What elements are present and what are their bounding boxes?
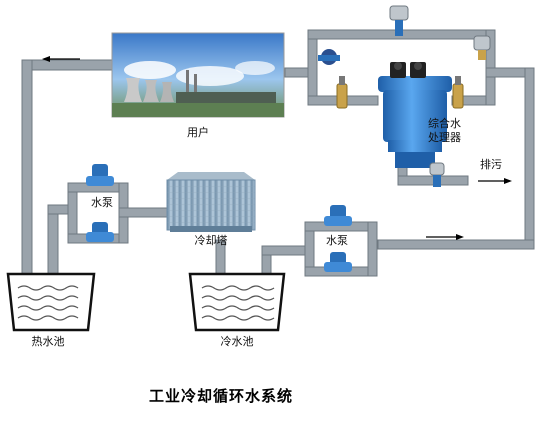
pump-icon — [324, 205, 352, 226]
electric-valve-icon — [473, 35, 491, 60]
cold-pool-label: 冷水池 — [221, 335, 254, 348]
pump-icon — [324, 252, 352, 272]
hot-pool-label: 热水池 — [32, 335, 65, 348]
treatment-label-line1: 综合水 — [428, 116, 461, 130]
butterfly-valve-icon — [318, 49, 340, 65]
right-pump-group — [324, 205, 352, 272]
left-pump-group — [86, 164, 114, 242]
treatment-label-line2: 处理器 — [428, 131, 461, 144]
flow-arrows — [42, 56, 512, 240]
electric-valve-icon — [389, 5, 409, 36]
hot-pool — [6, 272, 96, 332]
arrow-right-icon — [478, 178, 512, 184]
user-label: 用户 — [187, 125, 209, 139]
arrow-right-icon — [426, 234, 464, 240]
valves — [318, 5, 491, 187]
pump-icon — [86, 164, 114, 186]
cooling-tower — [166, 172, 256, 232]
drain-label: 排污 — [480, 157, 502, 171]
treatment-label: 综合水 处理器 — [428, 116, 461, 144]
electric-valve-icon — [429, 162, 445, 187]
cooling-tower-label: 冷却塔 — [195, 234, 228, 247]
arrow-left-icon — [42, 56, 80, 62]
pump-icon — [86, 222, 114, 242]
left-pump-label: 水泵 — [91, 196, 113, 209]
water-treatment-unit — [378, 62, 452, 168]
diagram-title: 工业冷却循环水系统 — [149, 387, 293, 405]
right-pump-label: 水泵 — [326, 234, 348, 247]
cold-pool — [188, 272, 286, 332]
valve-icon — [452, 76, 464, 109]
user-power-plant-image — [111, 32, 285, 118]
valve-icon — [336, 76, 348, 109]
